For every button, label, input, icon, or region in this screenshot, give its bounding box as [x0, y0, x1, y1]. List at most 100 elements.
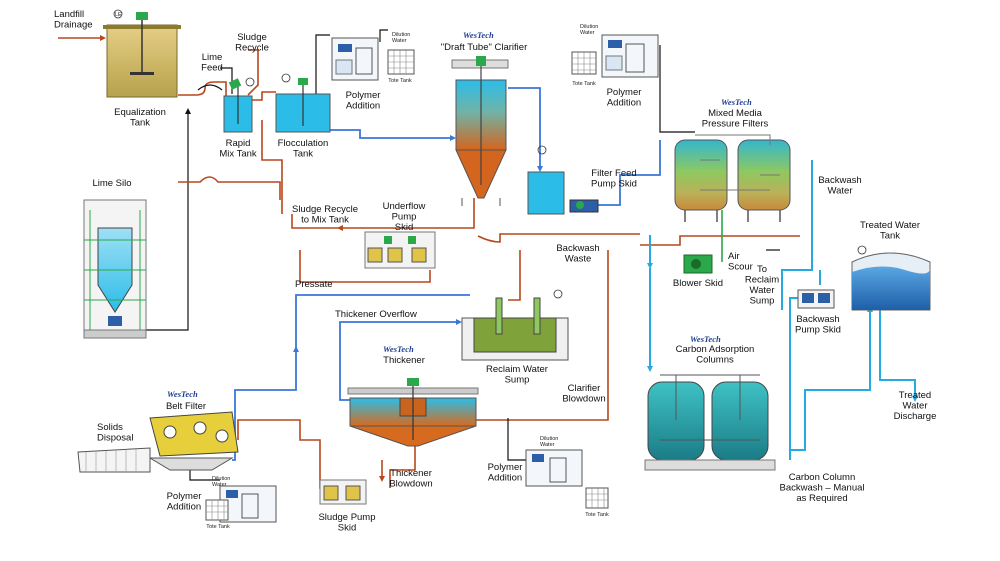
- underflow-pump-skid: [364, 231, 436, 269]
- lime-silo-line: [140, 112, 189, 331]
- rapid-mix-to-floc-pipe: [252, 91, 276, 101]
- filter-feed-pipe: [598, 140, 661, 206]
- level-element-icon: [553, 289, 563, 299]
- tote-tank-4: [585, 487, 609, 509]
- tote-tank-1: [387, 49, 415, 75]
- label-tote-2: Tote Tank: [572, 81, 596, 87]
- carbon-to-treated-pipe: [790, 310, 871, 451]
- brand-logo: WesTech: [383, 344, 414, 354]
- floc-to-clarifier-pipe: [330, 129, 452, 139]
- sludge-pump-skid: [319, 479, 367, 505]
- mixer-motor-icon: [228, 78, 242, 90]
- label-pressate: Pressate: [295, 279, 333, 290]
- pressate-pipe: [232, 294, 470, 461]
- label-clarifier: "Draft Tube" Clarifier: [441, 42, 527, 53]
- filter-backwash-return: [640, 235, 800, 246]
- ph-sensor-icon: [245, 77, 255, 87]
- polymer-skid-1: [331, 29, 415, 81]
- polymer1-feed-line: [315, 34, 330, 96]
- drive-motor-icon: [476, 56, 486, 66]
- polymer-skid-3: [205, 485, 277, 523]
- sludge-to-belt-pipe: [237, 419, 325, 489]
- eq-to-rapid-mix-pipe: [178, 81, 227, 96]
- level-element-icon: [857, 245, 867, 255]
- level-element-icon: [113, 9, 123, 19]
- blower-skid: [683, 254, 713, 274]
- label-tote-3: Tote Tank: [206, 524, 230, 530]
- brand-logos: WesTech WesTech WesTech WesTech WesTech: [167, 30, 752, 399]
- polymer-skid-4: [525, 449, 609, 509]
- thickener: [347, 378, 479, 447]
- clarifier-overflow-pipe: [508, 87, 541, 168]
- brand-logo: WesTech: [463, 30, 494, 40]
- mixer-motor-icon: [136, 12, 148, 20]
- label-blower: Blower Skid: [673, 278, 723, 289]
- label-thickener: Thickener: [383, 355, 425, 366]
- lime-feed-crossover: [197, 84, 223, 91]
- level-element-icon: [281, 73, 291, 83]
- level-element-icon: [537, 145, 547, 155]
- brand-logo: WesTech: [690, 334, 721, 344]
- backwash-pump-to-carbon: [789, 297, 800, 460]
- treated-discharge-pipe: [879, 310, 916, 398]
- polymer-skid-2: [571, 34, 659, 78]
- brand-logo: WesTech: [167, 389, 198, 399]
- underflow-pump-discharge: [299, 250, 431, 283]
- arrow-icon: [100, 35, 106, 41]
- pipes: [58, 34, 918, 489]
- drive-motor-icon: [407, 378, 419, 386]
- lime-silo: [83, 199, 147, 339]
- belt-filter: [148, 411, 239, 471]
- brand-logo: WesTech: [721, 97, 752, 107]
- label-lime-silo: Lime Silo: [92, 178, 131, 189]
- mixer-motor-icon: [298, 78, 308, 85]
- label-tote-4: Tote Tank: [585, 512, 609, 518]
- treated-water-tank: [851, 245, 931, 311]
- thickener-blowdown-pipe: [389, 445, 416, 488]
- label-thickener-overflow: Thickener Overflow: [335, 309, 417, 320]
- recycle-to-mix-pipe: [261, 120, 283, 214]
- label-tote-1: Tote Tank: [388, 78, 412, 84]
- tote-tank-3: [205, 499, 229, 521]
- backwash-pump-skid: [797, 289, 835, 309]
- flocculation-tank: [275, 73, 331, 133]
- draft-tube-clarifier: [451, 56, 509, 206]
- le-label: LE: [115, 12, 122, 18]
- filter-feed-pump-skid: [569, 199, 599, 213]
- filter-feed-tank: [527, 145, 565, 215]
- equalization-tank: LE: [103, 9, 181, 98]
- backwash-water-pipe: [781, 160, 813, 310]
- tote-tank-2: [571, 51, 597, 75]
- rapid-mix-tank: [223, 77, 255, 133]
